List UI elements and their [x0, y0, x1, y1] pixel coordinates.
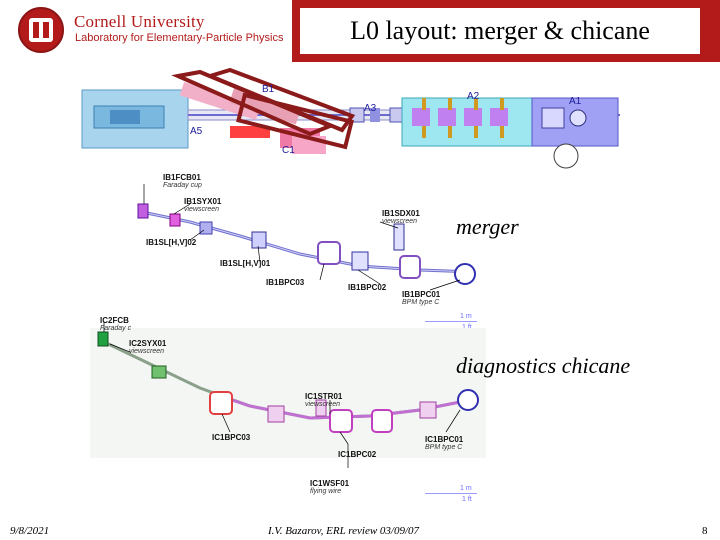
label-ib1slhv01: IB1SL[H,V]01: [220, 259, 271, 268]
label-ic1bpc03: IC1BPC03: [212, 433, 251, 442]
sublabel-ic2syx01: viewscreen: [129, 348, 165, 355]
chicane-scale-m: 1 m: [460, 485, 472, 492]
zone-label-a2: A2: [467, 91, 480, 102]
sublabel-ic2fcb: Faraday c: [100, 325, 132, 332]
sublabel-ib1sdx01: viewscreen: [382, 218, 418, 225]
laboratory-name: Laboratory for Elementary-Particle Physi…: [75, 32, 284, 44]
sublabel-ib1fcb01: Faraday cup: [163, 182, 202, 189]
label-ib1bpc02: IB1BPC02: [348, 283, 387, 292]
sublabel-ib1syx01: viewscreen: [184, 206, 220, 213]
overview-layout-diagram: [81, 68, 620, 169]
label-ib1fcb01: IB1FCB01: [163, 173, 201, 182]
label-ic1wsf01: IC1WSF01: [310, 479, 350, 488]
chicane-beamline-diagram: [90, 322, 486, 468]
zone-label-a3: A3: [364, 103, 377, 114]
sublabel-ic1bpc01: BPM type C: [425, 444, 463, 451]
zone-label-c1: C1: [282, 145, 295, 156]
sublabel-ic1wsf01: flying wire: [310, 488, 342, 495]
chicane-caption: diagnostics chicane: [456, 353, 631, 378]
footer-date: 9/8/2021: [10, 525, 50, 537]
sublabel-ib1bpc01: BPM type C: [402, 299, 440, 306]
label-ib1slhv02: IB1SL[H,V]02: [146, 238, 197, 247]
slide-title: L0 layout: merger & chicane: [300, 8, 700, 54]
merger-scale-bar: [425, 321, 477, 322]
zone-label-a5: A5: [190, 126, 203, 137]
merger-caption: merger: [456, 214, 519, 239]
label-ic2fcb: IC2FCB: [100, 316, 129, 325]
merger-beamline-diagram: [137, 184, 476, 291]
label-ic1bpc02: IC1BPC02: [338, 450, 377, 459]
label-ib1bpc01: IB1BPC01: [402, 290, 441, 299]
label-ib1sdx01: IB1SDX01: [382, 209, 420, 218]
label-ib1bpc03: IB1BPC03: [266, 278, 305, 287]
page-number: 8: [702, 525, 708, 537]
chicane-scale-ft: 1 ft: [462, 496, 472, 503]
sublabel-ic1str01: viewscreen: [305, 401, 341, 408]
footer-author: I.V. Bazarov, ERL review 03/09/07: [268, 525, 420, 537]
merger-scale-ft: 1 ft: [462, 324, 472, 331]
cornell-seal-icon: [18, 7, 64, 53]
label-ic2syx01: IC2SYX01: [129, 339, 167, 348]
chicane-scale-bar: [425, 493, 477, 494]
merger-scale-m: 1 m: [460, 313, 472, 320]
university-name: Cornell University: [74, 12, 205, 31]
logo-panel: Cornell University Laboratory for Elemen…: [0, 0, 292, 62]
label-ic1bpc01: IC1BPC01: [425, 435, 464, 444]
label-ic1str01: IC1STR01: [305, 392, 343, 401]
zone-label-b1: B1: [262, 84, 275, 95]
header-bar: Cornell University Laboratory for Elemen…: [0, 0, 720, 62]
zone-label-a1: A1: [569, 96, 582, 107]
label-ib1syx01: IB1SYX01: [184, 197, 222, 206]
